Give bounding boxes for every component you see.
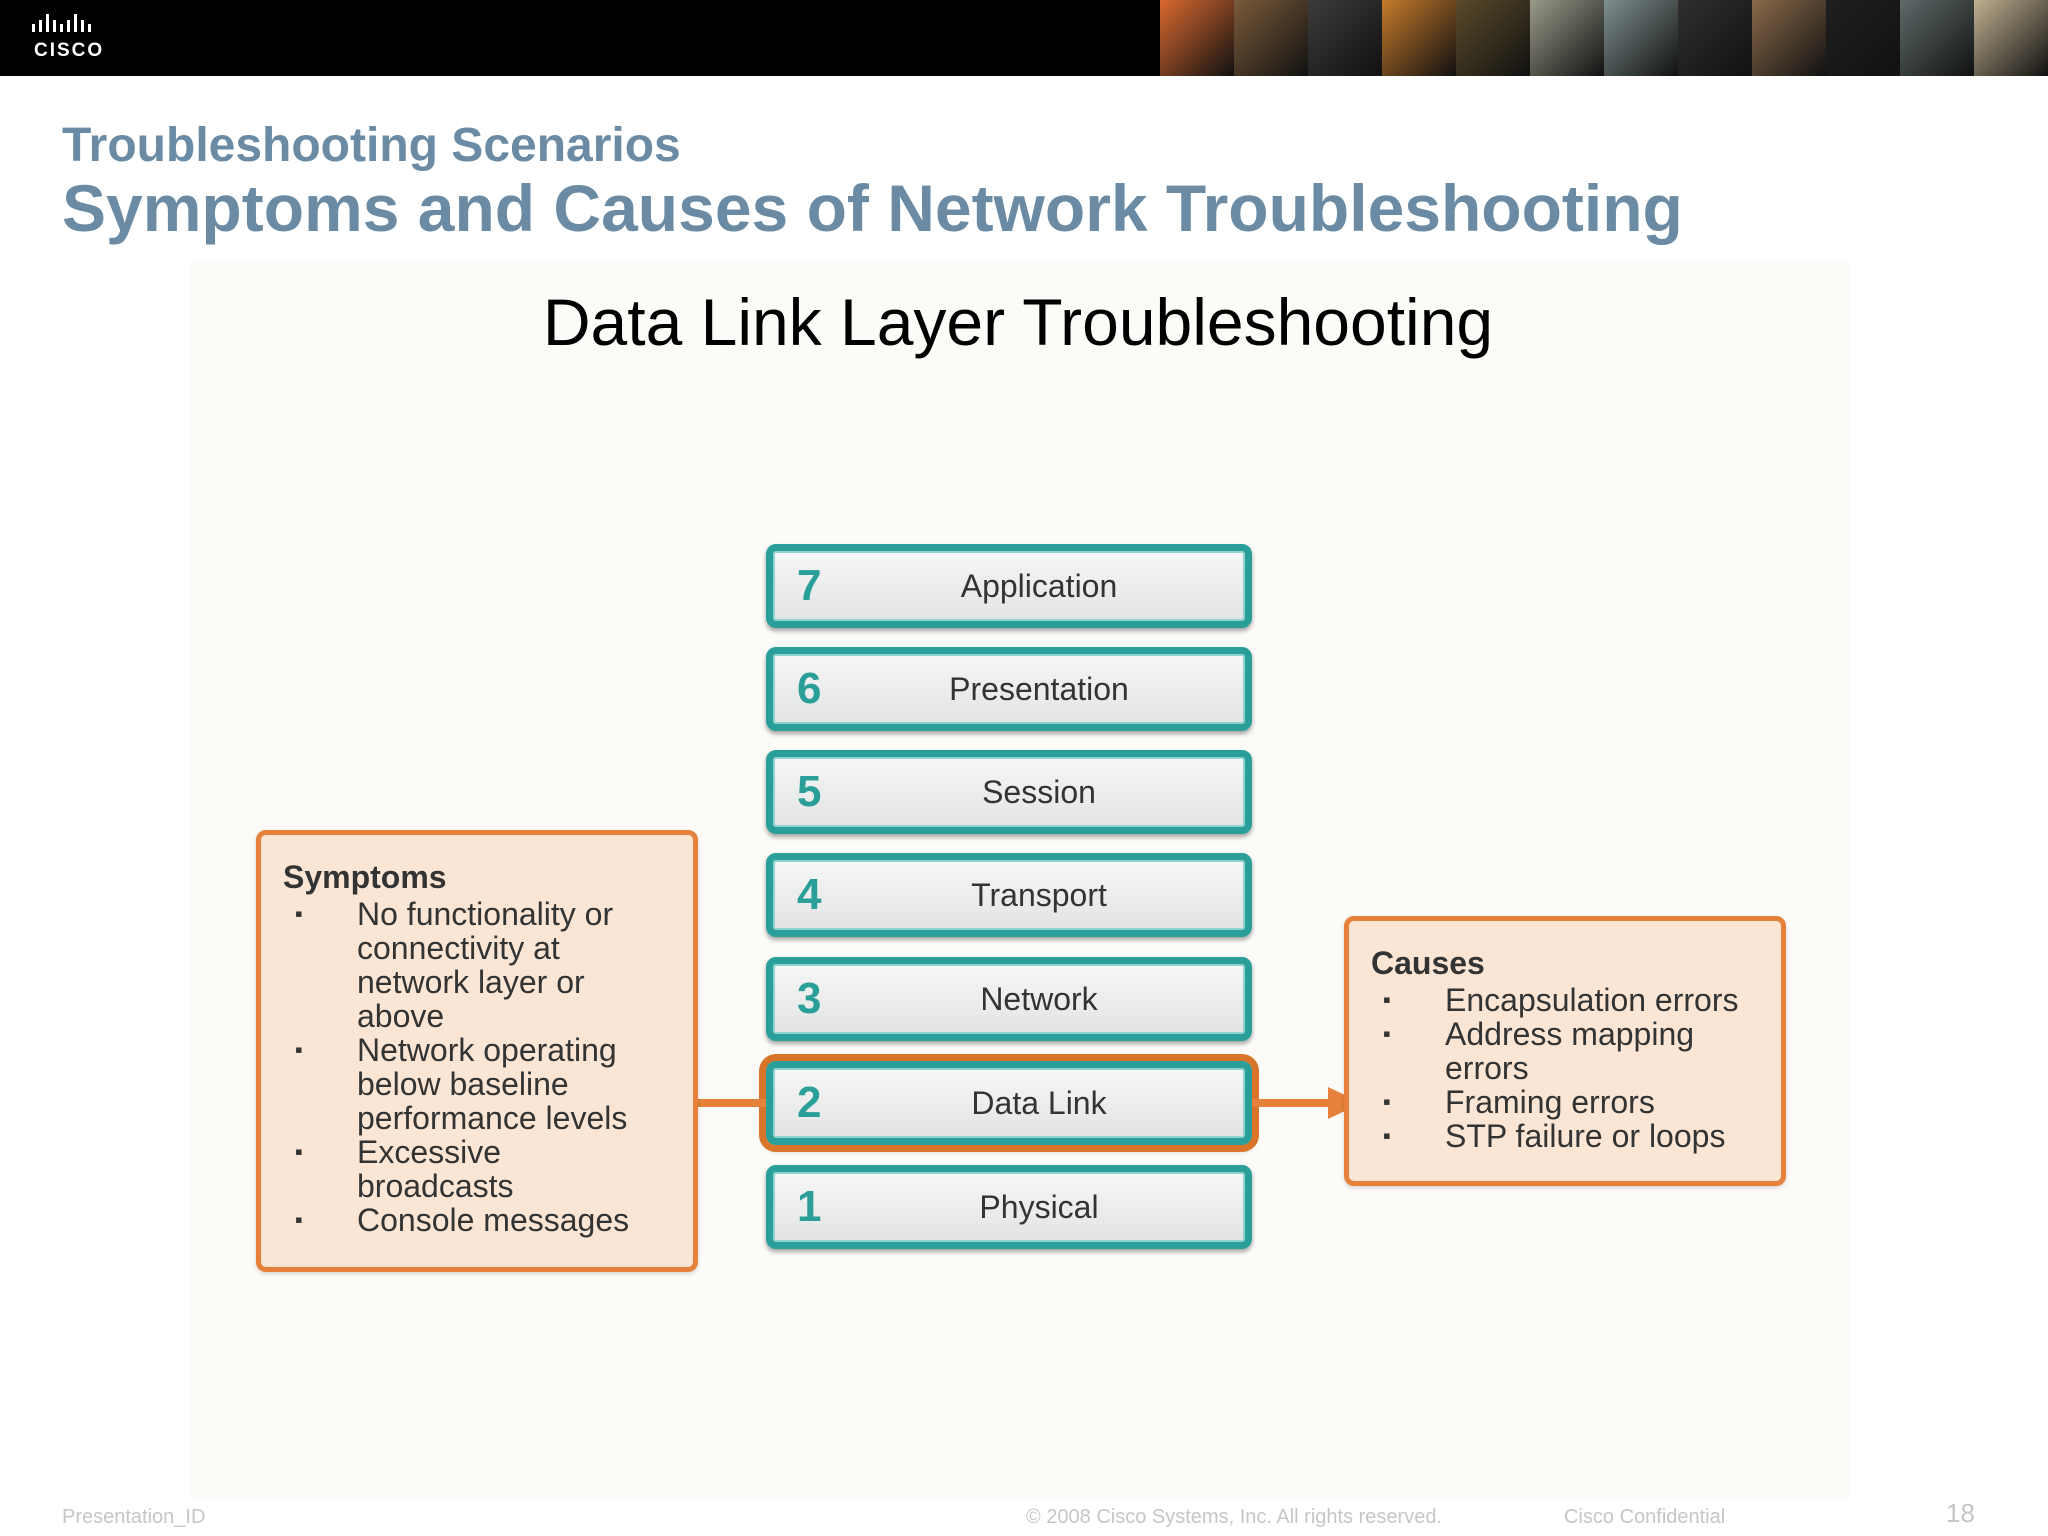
osi-layer-5: 5 Session [766, 750, 1252, 834]
symptom-line: network layer or [357, 964, 585, 1000]
layer-name: Physical [979, 1189, 1099, 1225]
osi-layer-3: 3 Network [766, 957, 1252, 1041]
footer-copyright: © 2008 Cisco Systems, Inc. All rights re… [1026, 1506, 1443, 1528]
cause-line: ▪Framing errors [1383, 1084, 1655, 1120]
layer-name: Transport [971, 877, 1107, 913]
bullet-icon: ▪ [295, 1139, 303, 1164]
osi-layer-2-data-link: 2 Data Link [766, 1061, 1252, 1145]
cisco-logo: CISCO [30, 12, 120, 64]
header-photo-tile [1974, 0, 2048, 76]
osi-layer-6: 6 Presentation [766, 647, 1252, 731]
diagram-title: Data Link Layer Troubleshooting [0, 284, 2048, 360]
header-photo-tile [1604, 0, 1678, 76]
symptom-line: above [357, 998, 445, 1034]
symptom-line: broadcasts [357, 1168, 514, 1204]
cause-line: ▪Address mapping [1383, 1016, 1695, 1052]
causes-list: ▪Encapsulation errors ▪Address mapping e… [1383, 982, 1739, 1154]
symptom-line: ▪Excessive [295, 1134, 502, 1170]
header-photo-tile [1752, 0, 1826, 76]
bullet-icon: ▪ [1383, 1123, 1391, 1148]
logo-text: CISCO [34, 40, 105, 61]
layer-number: 7 [797, 561, 822, 610]
cisco-bridge-icon [32, 14, 91, 32]
layer-number: 5 [797, 767, 822, 816]
bullet-icon: ▪ [1383, 1089, 1391, 1114]
symptoms-connector-line [696, 1099, 766, 1107]
header-bar: CISCO [0, 0, 2048, 76]
header-photo-tile [1234, 0, 1308, 76]
layer-number: 2 [797, 1078, 822, 1127]
footer-presentation-id: Presentation_ID [62, 1506, 206, 1528]
bullet-icon: ▪ [1383, 987, 1391, 1012]
section-title: Troubleshooting Scenarios [62, 119, 681, 172]
causes-arrow-line [1252, 1099, 1332, 1107]
footer-confidential: Cisco Confidential [1564, 1506, 1726, 1528]
header-photo-tile [1900, 0, 1974, 76]
layer-name: Data Link [971, 1085, 1107, 1121]
bullet-icon: ▪ [1383, 1021, 1391, 1046]
bullet-icon: ▪ [295, 901, 303, 926]
header-photo-tile [1160, 0, 1234, 76]
layer-number: 3 [797, 974, 822, 1023]
symptoms-title: Symptoms [283, 859, 447, 895]
symptoms-list: ▪No functionality or connectivity at net… [295, 896, 630, 1238]
symptom-line: ▪Console messages [295, 1202, 630, 1238]
cause-line: ▪Encapsulation errors [1383, 982, 1739, 1018]
header-photo-tile [1678, 0, 1752, 76]
symptom-line: below baseline [357, 1066, 569, 1102]
layer-number: 4 [797, 870, 822, 919]
symptom-line: ▪Network operating [295, 1032, 617, 1068]
osi-layer-1: 1 Physical [766, 1165, 1252, 1249]
cause-line: ▪STP failure or loops [1383, 1118, 1726, 1154]
header-photo-tile [1382, 0, 1456, 76]
page-number: 18 [1946, 1498, 1975, 1528]
bullet-icon: ▪ [295, 1037, 303, 1062]
causes-title: Causes [1371, 945, 1485, 981]
symptom-line: connectivity at [357, 930, 560, 966]
cause-line: errors [1445, 1050, 1529, 1086]
layer-number: 1 [797, 1182, 822, 1231]
layer-name: Session [982, 774, 1096, 810]
layer-name: Network [980, 981, 1098, 1017]
header-photo-tile [1308, 0, 1382, 76]
main-title: Symptoms and Causes of Network Troublesh… [62, 171, 1683, 245]
header-photo-tile [1826, 0, 1900, 76]
diagram-title-text: Data Link Layer Troubleshooting [542, 285, 1494, 359]
osi-layer-7: 7 Application [766, 544, 1252, 628]
symptom-line: ▪No functionality or [295, 896, 614, 932]
symptom-line: performance levels [357, 1100, 628, 1136]
causes-box: Causes ▪Encapsulation errors ▪Address ma… [1344, 916, 1786, 1186]
osi-layer-4: 4 Transport [766, 853, 1252, 937]
header-photo-tile [1456, 0, 1530, 76]
bullet-icon: ▪ [295, 1207, 303, 1232]
layer-number: 6 [797, 664, 822, 713]
header-photo-tile [1530, 0, 1604, 76]
layer-name: Presentation [949, 671, 1129, 707]
header-photo-strip [1160, 0, 2048, 76]
symptoms-box: Symptoms ▪No functionality or connectivi… [256, 830, 698, 1272]
layer-name: Application [960, 568, 1118, 604]
